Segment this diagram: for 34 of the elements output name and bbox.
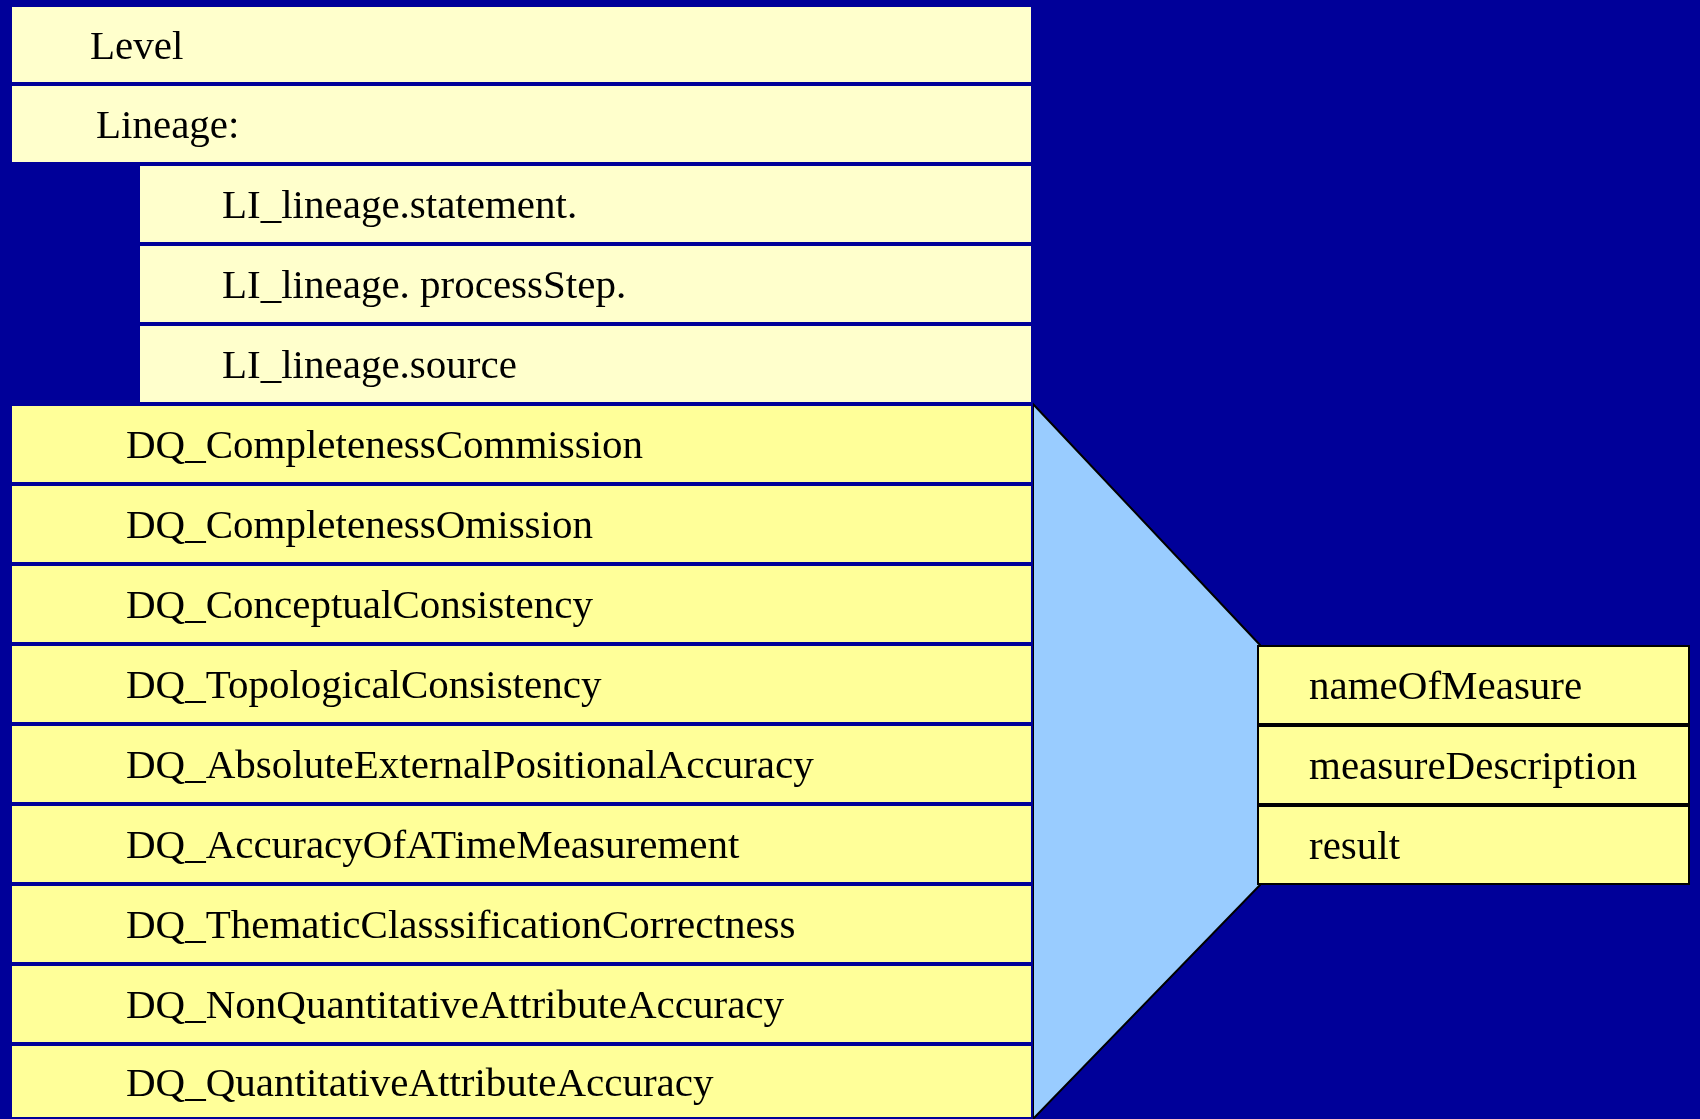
table-row (10, 804, 1033, 884)
row-text: DQ_ConceptualConsistency (126, 580, 593, 628)
table-row (10, 84, 1033, 164)
row-text: DQ_ThematicClasssificationCorrectness (126, 900, 796, 948)
row-text: Level (90, 20, 184, 69)
table-row (10, 964, 1033, 1044)
row-text: DQ_NonQuantitativeAttributeAccuracy (126, 980, 785, 1028)
table-row (138, 244, 1033, 324)
table-row (10, 724, 1033, 804)
table-row (138, 164, 1033, 244)
table-row (10, 884, 1033, 964)
row-text: DQ_QuantitativeAttributeAccuracy (126, 1057, 714, 1106)
attribute-row (1257, 805, 1690, 885)
row-text: nameOfMeasure (1309, 661, 1583, 709)
table-row (10, 1044, 1033, 1119)
row-text: DQ_AccuracyOfATimeMeasurement (126, 820, 740, 868)
table-row (10, 5, 1033, 84)
row-text: DQ_AbsoluteExternalPositionalAccuracy (126, 740, 814, 788)
row-text: result (1309, 821, 1401, 869)
row-text: DQ_TopologicalConsistency (126, 660, 602, 708)
table-row (10, 484, 1033, 564)
table-row (138, 324, 1033, 404)
attribute-row (1257, 645, 1690, 725)
row-text: DQ_CompletenessCommission (126, 420, 644, 468)
row-text: LI_lineage. processStep. (222, 260, 627, 308)
row-text: Lineage: (96, 100, 240, 148)
table-row (10, 404, 1033, 484)
row-text: measureDescription (1309, 741, 1637, 789)
row-text: DQ_CompletenessOmission (126, 500, 593, 548)
attribute-row (1257, 725, 1690, 805)
table-row (10, 564, 1033, 644)
row-text: LI_lineage.source (222, 340, 517, 388)
table-row (10, 644, 1033, 724)
row-text: LI_lineage.statement. (222, 180, 578, 228)
